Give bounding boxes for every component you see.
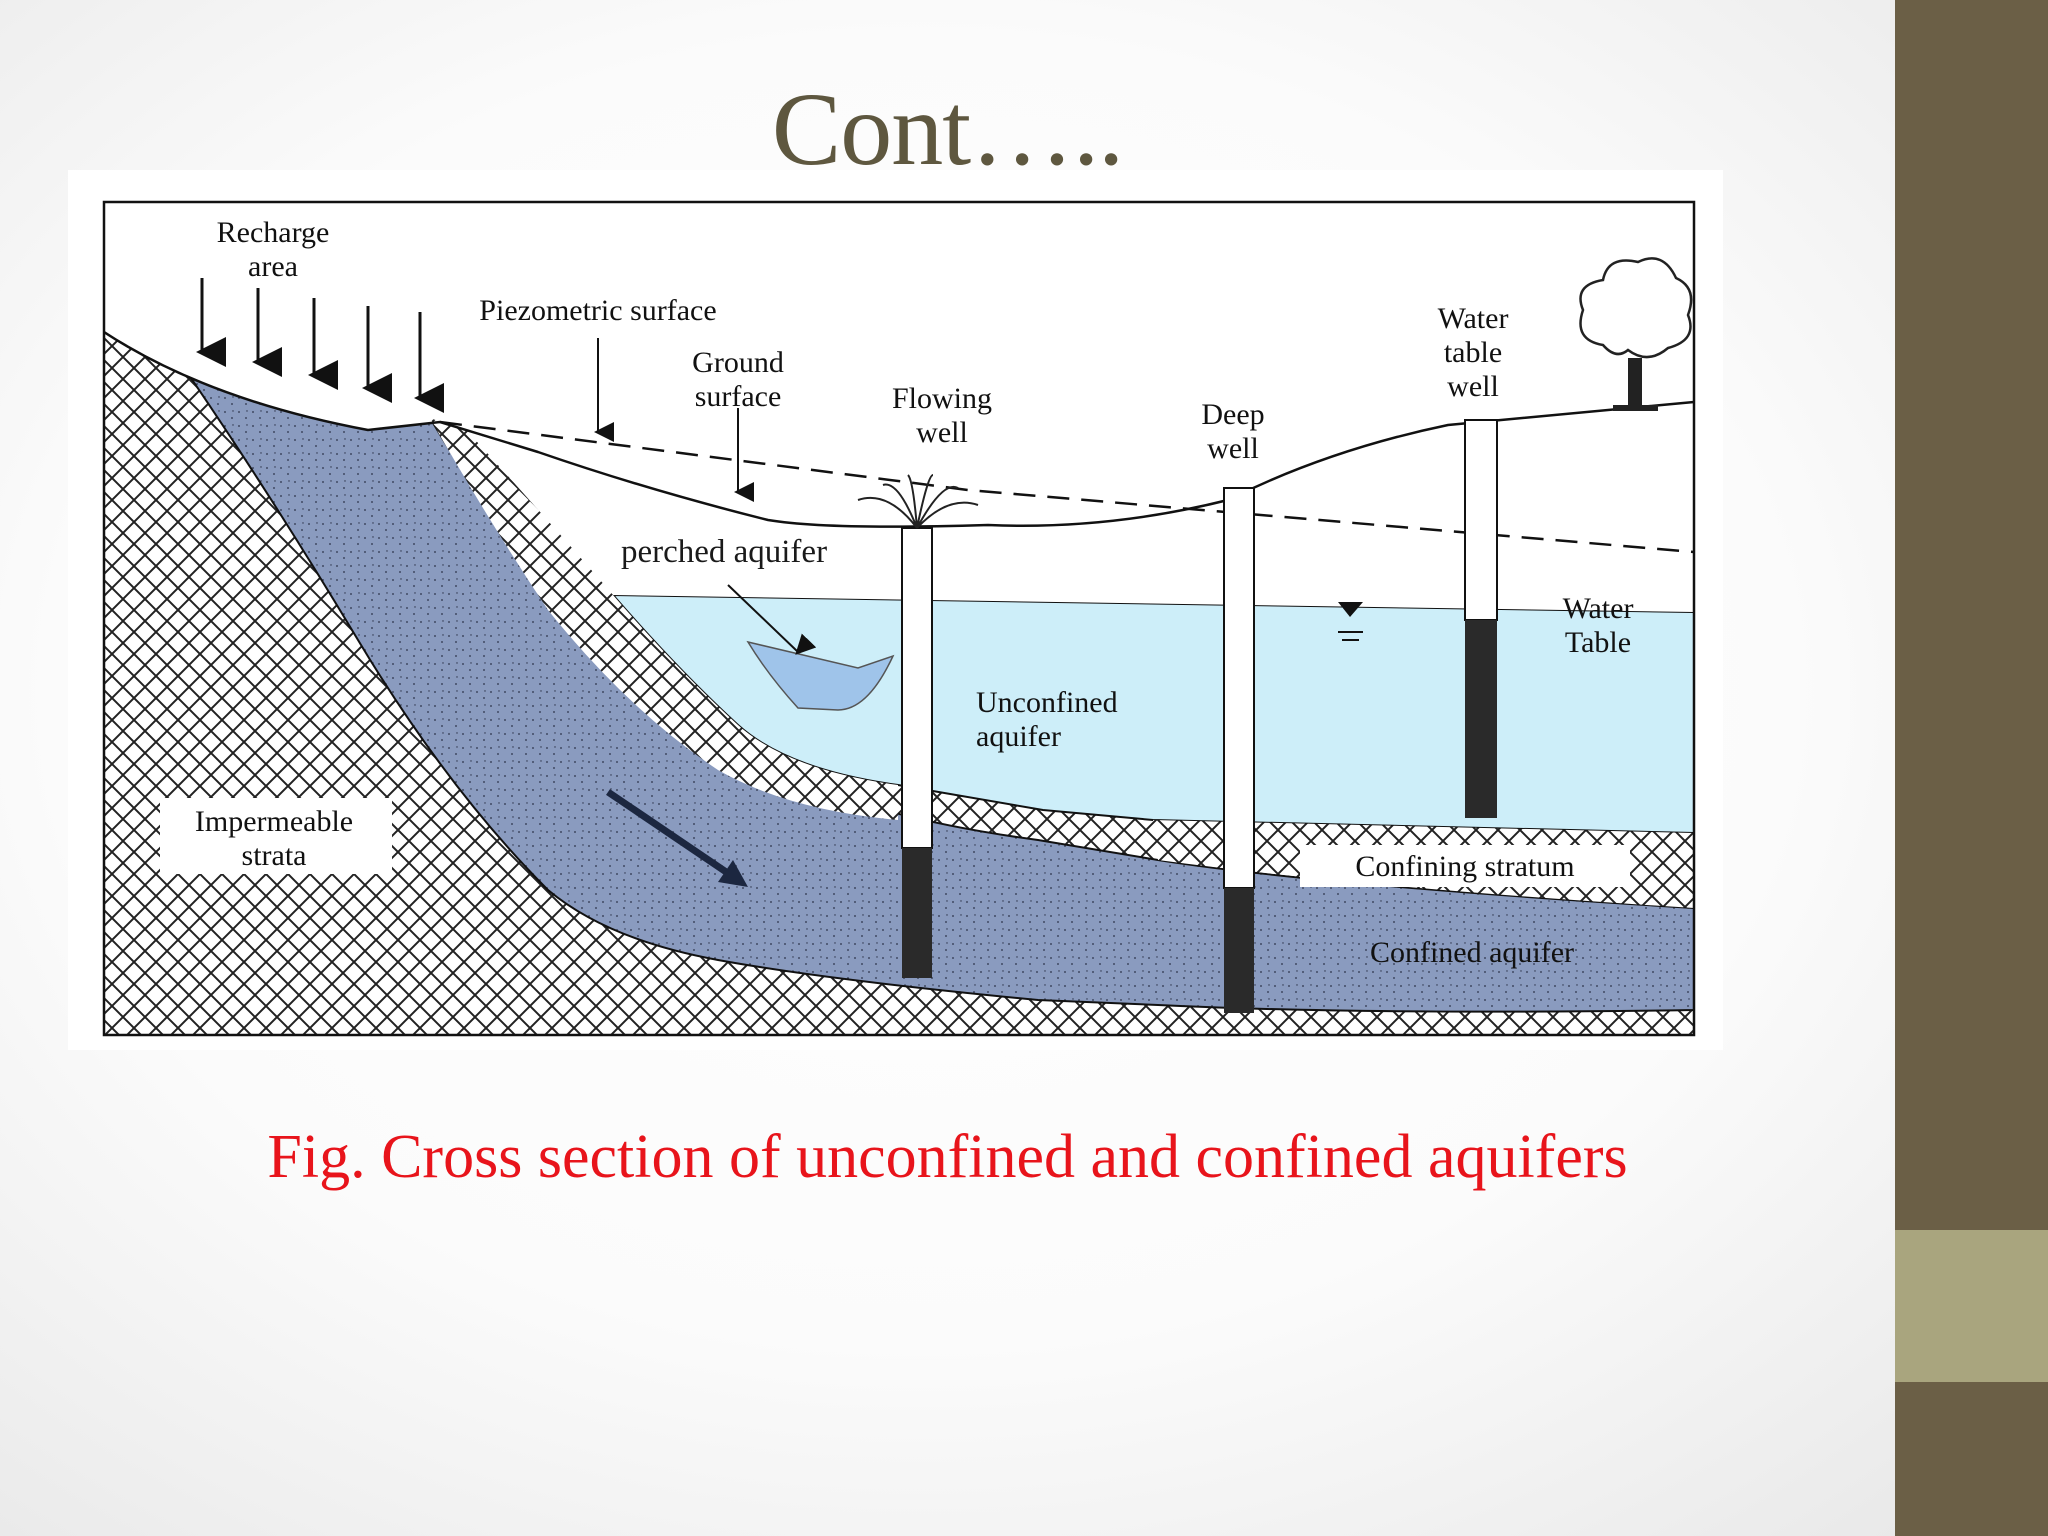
label-water-table-well-3: well <box>1447 370 1499 403</box>
unconfined-aquifer-layer <box>610 593 1694 835</box>
label-unconfined-aquifer-2: aquifer <box>976 720 1061 753</box>
figure-caption: Fig. Cross section of unconfined and con… <box>267 1123 1628 1191</box>
label-water-table-2: Table <box>1565 626 1631 659</box>
perched-aquifer-lens <box>746 640 895 711</box>
ground-surface-line <box>104 330 1694 528</box>
slide-title: Cont….. <box>771 72 1124 187</box>
label-recharge-area-1: Recharge <box>217 216 330 249</box>
label-deep-well-1: Deep <box>1201 398 1264 431</box>
label-water-table-well-2: table <box>1444 336 1502 369</box>
label-recharge-area-2: area <box>248 250 298 283</box>
water-table-well-casing <box>1464 419 1498 621</box>
aquifer-cross-section-diagram: Recharge area Piezometric surface Ground… <box>102 200 1696 1037</box>
label-piezometric-surface: Piezometric surface <box>479 294 716 327</box>
flowing-well-screen <box>902 848 932 978</box>
piezometric-surface-line <box>439 420 1694 554</box>
label-perched-aquifer: perched aquifer <box>621 534 827 570</box>
label-confined-aquifer: Confined aquifer <box>1370 936 1574 969</box>
aquifer-figure: Recharge area Piezometric surface Ground… <box>68 170 1723 1050</box>
label-flowing-well-2: well <box>916 416 968 449</box>
deep-well-screen <box>1224 888 1254 1013</box>
label-water-table-1: Water <box>1563 592 1634 625</box>
label-flowing-well-1: Flowing <box>892 382 992 415</box>
label-impermeable-strata-2: strata <box>242 839 307 872</box>
label-confining-stratum: Confining stratum <box>1355 850 1574 883</box>
label-ground-surface-1: Ground <box>692 346 784 379</box>
perched-pointer <box>727 584 817 655</box>
recharge-arrows <box>196 278 444 413</box>
label-ground-surface-2: surface <box>695 380 782 413</box>
tree-icon <box>1579 257 1693 411</box>
flow-direction-arrow <box>606 789 740 883</box>
water-table-well-screen <box>1465 620 1497 818</box>
water-table-symbol <box>1338 602 1363 617</box>
label-deep-well-2: well <box>1207 432 1259 465</box>
flowing-well-casing <box>901 527 933 849</box>
label-impermeable-strata-1: Impermeable <box>195 805 353 838</box>
label-water-table-well-1: Water <box>1438 302 1509 335</box>
deep-well-casing <box>1223 487 1255 889</box>
flowing-well-fountain <box>857 474 979 529</box>
label-unconfined-aquifer-1: Unconfined <box>976 686 1118 719</box>
slide-sidebar-accent <box>1895 1230 2048 1382</box>
